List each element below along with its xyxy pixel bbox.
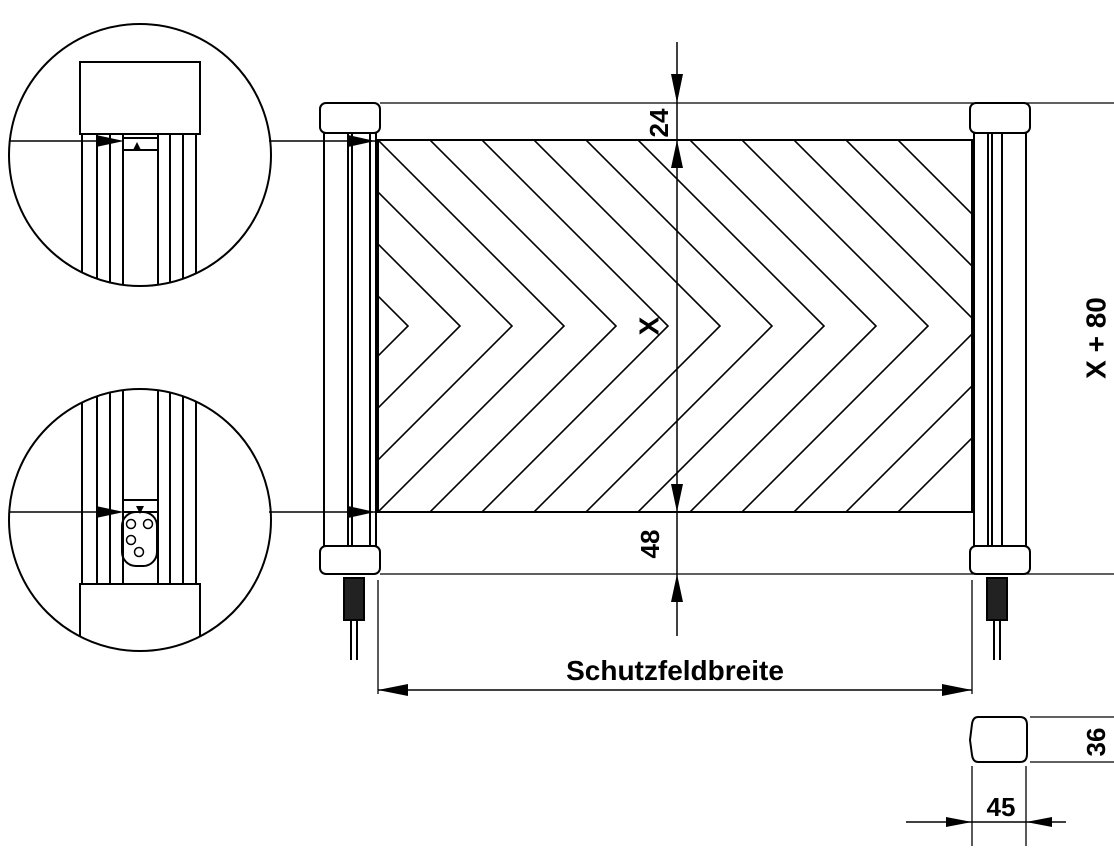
profile-width-label: 45 <box>987 792 1016 822</box>
right-sensor-column <box>969 102 1031 660</box>
detail-circle-bottom <box>8 388 378 652</box>
profile-cross-section <box>968 716 1028 763</box>
height-dimension-label: X <box>633 316 664 335</box>
protective-field-hatch <box>378 140 972 512</box>
right-connector-icon <box>986 577 1008 621</box>
left-connector-icon <box>343 577 365 621</box>
bottom-dimension-label: 48 <box>635 530 665 559</box>
total-height-dimension-label: X + 80 <box>1080 297 1111 379</box>
width-dimension-label: Schutzfeldbreite <box>566 655 784 686</box>
left-sensor-column <box>319 102 381 660</box>
extension-lines <box>377 102 1114 846</box>
detail-circle-top <box>8 23 378 287</box>
protective-field-frame <box>377 139 973 513</box>
horizontal-dimension-lines <box>378 689 1066 823</box>
top-dimension-label: 24 <box>644 108 674 137</box>
profile-height-label: 36 <box>1081 728 1111 757</box>
